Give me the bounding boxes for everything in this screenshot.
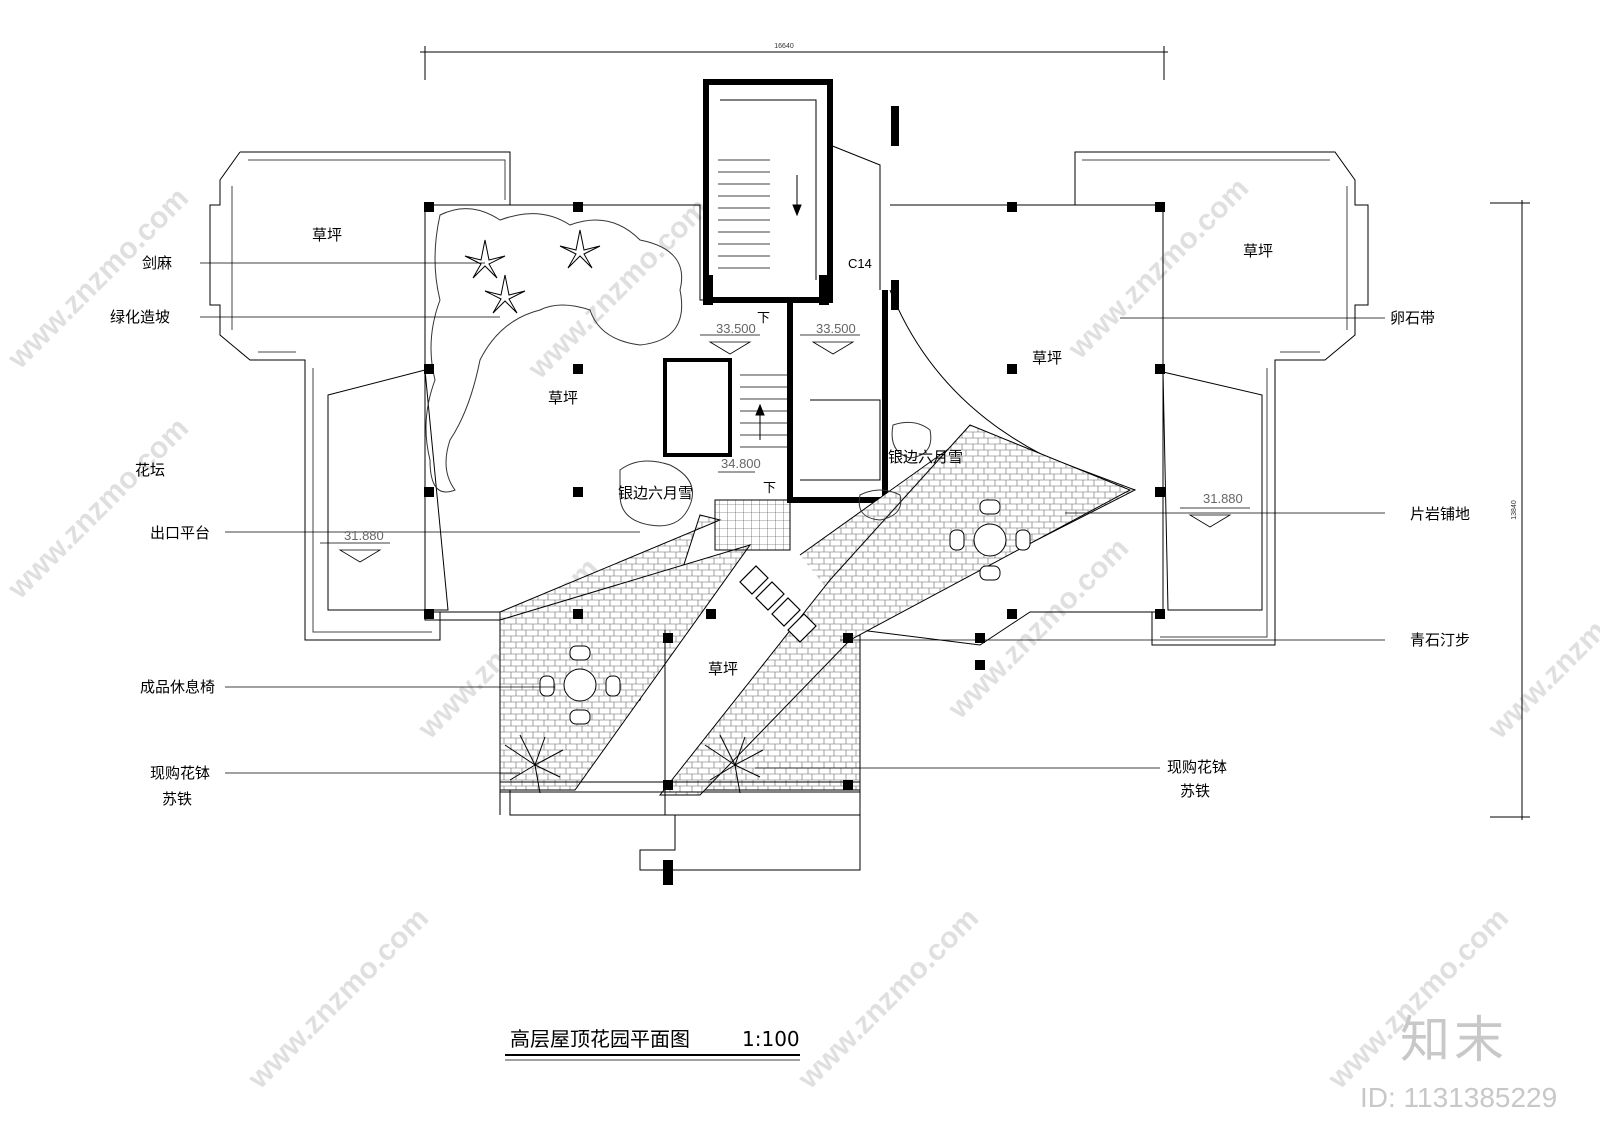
leader-lines: [200, 262, 1385, 774]
table-set-right: [949, 499, 1031, 581]
drawing-title: 高层屋顶花园平面图: [510, 1027, 690, 1051]
cycad-plants: [504, 734, 764, 794]
callout-planter-left: 现购花钵: [150, 764, 210, 782]
exit-platform-grid: [714, 499, 791, 551]
left-lawn-region: [327, 369, 449, 611]
table-set-left: [539, 645, 621, 725]
elevation-value: 34.800: [721, 456, 761, 471]
callout-slope: 绿化造坡: [110, 308, 170, 326]
down-arrow-label: 下: [757, 310, 770, 325]
watermark-text: www.znzmo.com: [1481, 552, 1600, 746]
drawing-scale: 1:100: [742, 1027, 800, 1051]
callout-flowerbed: 花坛: [135, 461, 165, 479]
right-dimension: [1490, 200, 1530, 820]
watermark-text: www.znzmo.com: [1, 412, 195, 606]
watermark-text: www.znzmo.com: [1, 182, 195, 376]
elevation-value: 31.880: [344, 528, 384, 543]
columns: [424, 106, 1165, 885]
plant-label: 银边六月雪: [618, 484, 693, 502]
callout-cycad-right: 苏铁: [1180, 782, 1210, 800]
callout-bench: 成品休息椅: [140, 678, 215, 696]
paving-right-diag: [658, 424, 1132, 796]
lawn-label: 草坪: [312, 226, 342, 244]
callout-planter-right: 现购花钵: [1167, 758, 1227, 776]
image-id: ID: 1131385229: [1360, 1082, 1558, 1113]
right-dimension-value: 13840: [1511, 500, 1518, 520]
lawn-label: 草坪: [1032, 349, 1062, 367]
lawn-label: 草坪: [1243, 242, 1273, 260]
top-dimension-value: 16640: [774, 43, 794, 50]
stepping-stones: [739, 565, 817, 643]
elevation-value: 31.880: [1203, 491, 1243, 506]
callout-slate-paving: 片岩铺地: [1410, 505, 1470, 523]
callout-stepping-stone: 青石汀步: [1410, 631, 1470, 649]
stair-core: [663, 79, 888, 503]
window-code: C14: [848, 256, 872, 271]
callout-agave: 剑麻: [142, 254, 172, 272]
lawn-label: 草坪: [548, 389, 578, 407]
watermark-text: www.znzmo.com: [1061, 172, 1255, 366]
agave-plants: [464, 229, 601, 314]
elevation-markers: [320, 334, 1250, 563]
elevation-value: 33.500: [816, 321, 856, 336]
watermark-text: www.znzmo.com: [241, 902, 435, 1096]
watermark-text: www.znzmo.com: [791, 902, 985, 1096]
planting-slope: [425, 208, 683, 493]
down-arrow-label: 下: [763, 480, 776, 495]
top-dimension: [420, 46, 1168, 80]
plant-label: 银边六月雪: [888, 448, 963, 466]
callout-cycad-left: 苏铁: [162, 790, 192, 808]
callout-exit-platform: 出口平台: [150, 524, 210, 542]
watermark-text: www.znzmo.com: [521, 192, 715, 386]
lawn-label: 草坪: [708, 660, 738, 678]
right-lawn-region: [1162, 371, 1263, 611]
callout-pebble: 卵石带: [1390, 309, 1435, 327]
brand-watermark: 知末: [1400, 1011, 1508, 1069]
paving-left-lower: [499, 544, 752, 791]
elevation-value: 33.500: [716, 321, 756, 336]
